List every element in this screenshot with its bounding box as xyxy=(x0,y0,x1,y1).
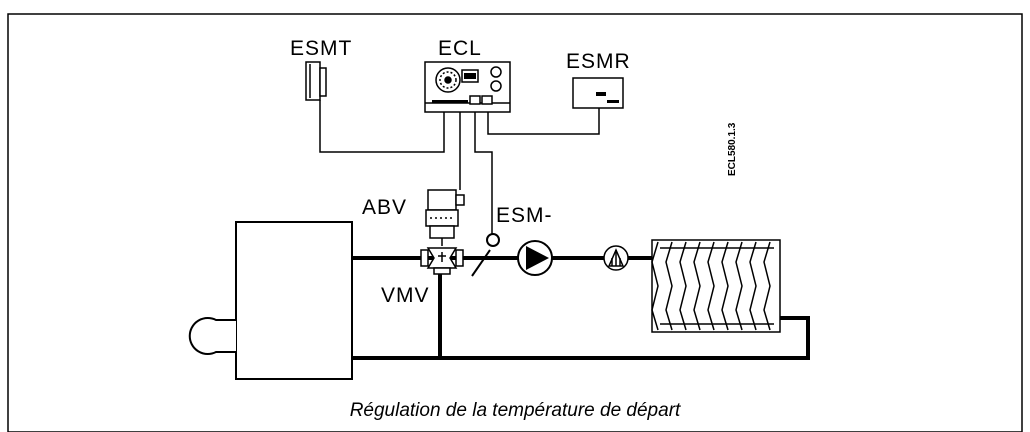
abv-actuator xyxy=(425,189,465,246)
diagram-caption: Régulation de la température de départ xyxy=(350,400,681,421)
circulation-pump xyxy=(517,240,553,276)
abv-label: ABV xyxy=(362,196,407,219)
esmt-sensor xyxy=(305,61,327,101)
esmr-room-sensor xyxy=(572,77,624,109)
ecl-label: ECL xyxy=(438,37,482,60)
vmv-label: VMV xyxy=(381,284,430,307)
esmr-label: ESMR xyxy=(566,50,631,73)
signal-wires xyxy=(319,100,600,234)
esm-label: ESM- xyxy=(496,204,553,227)
boiler xyxy=(188,221,353,380)
ecl-controller xyxy=(424,61,511,113)
diagram-border xyxy=(7,13,1023,432)
esmt-label: ESMT xyxy=(290,37,352,60)
heating-pipes xyxy=(352,256,810,360)
flow-indicator xyxy=(603,245,629,271)
radiator xyxy=(651,239,781,333)
drawing-reference: ECL580.1.3 xyxy=(727,122,738,176)
esm-sensor xyxy=(471,233,500,277)
vmv-valve xyxy=(420,247,464,275)
